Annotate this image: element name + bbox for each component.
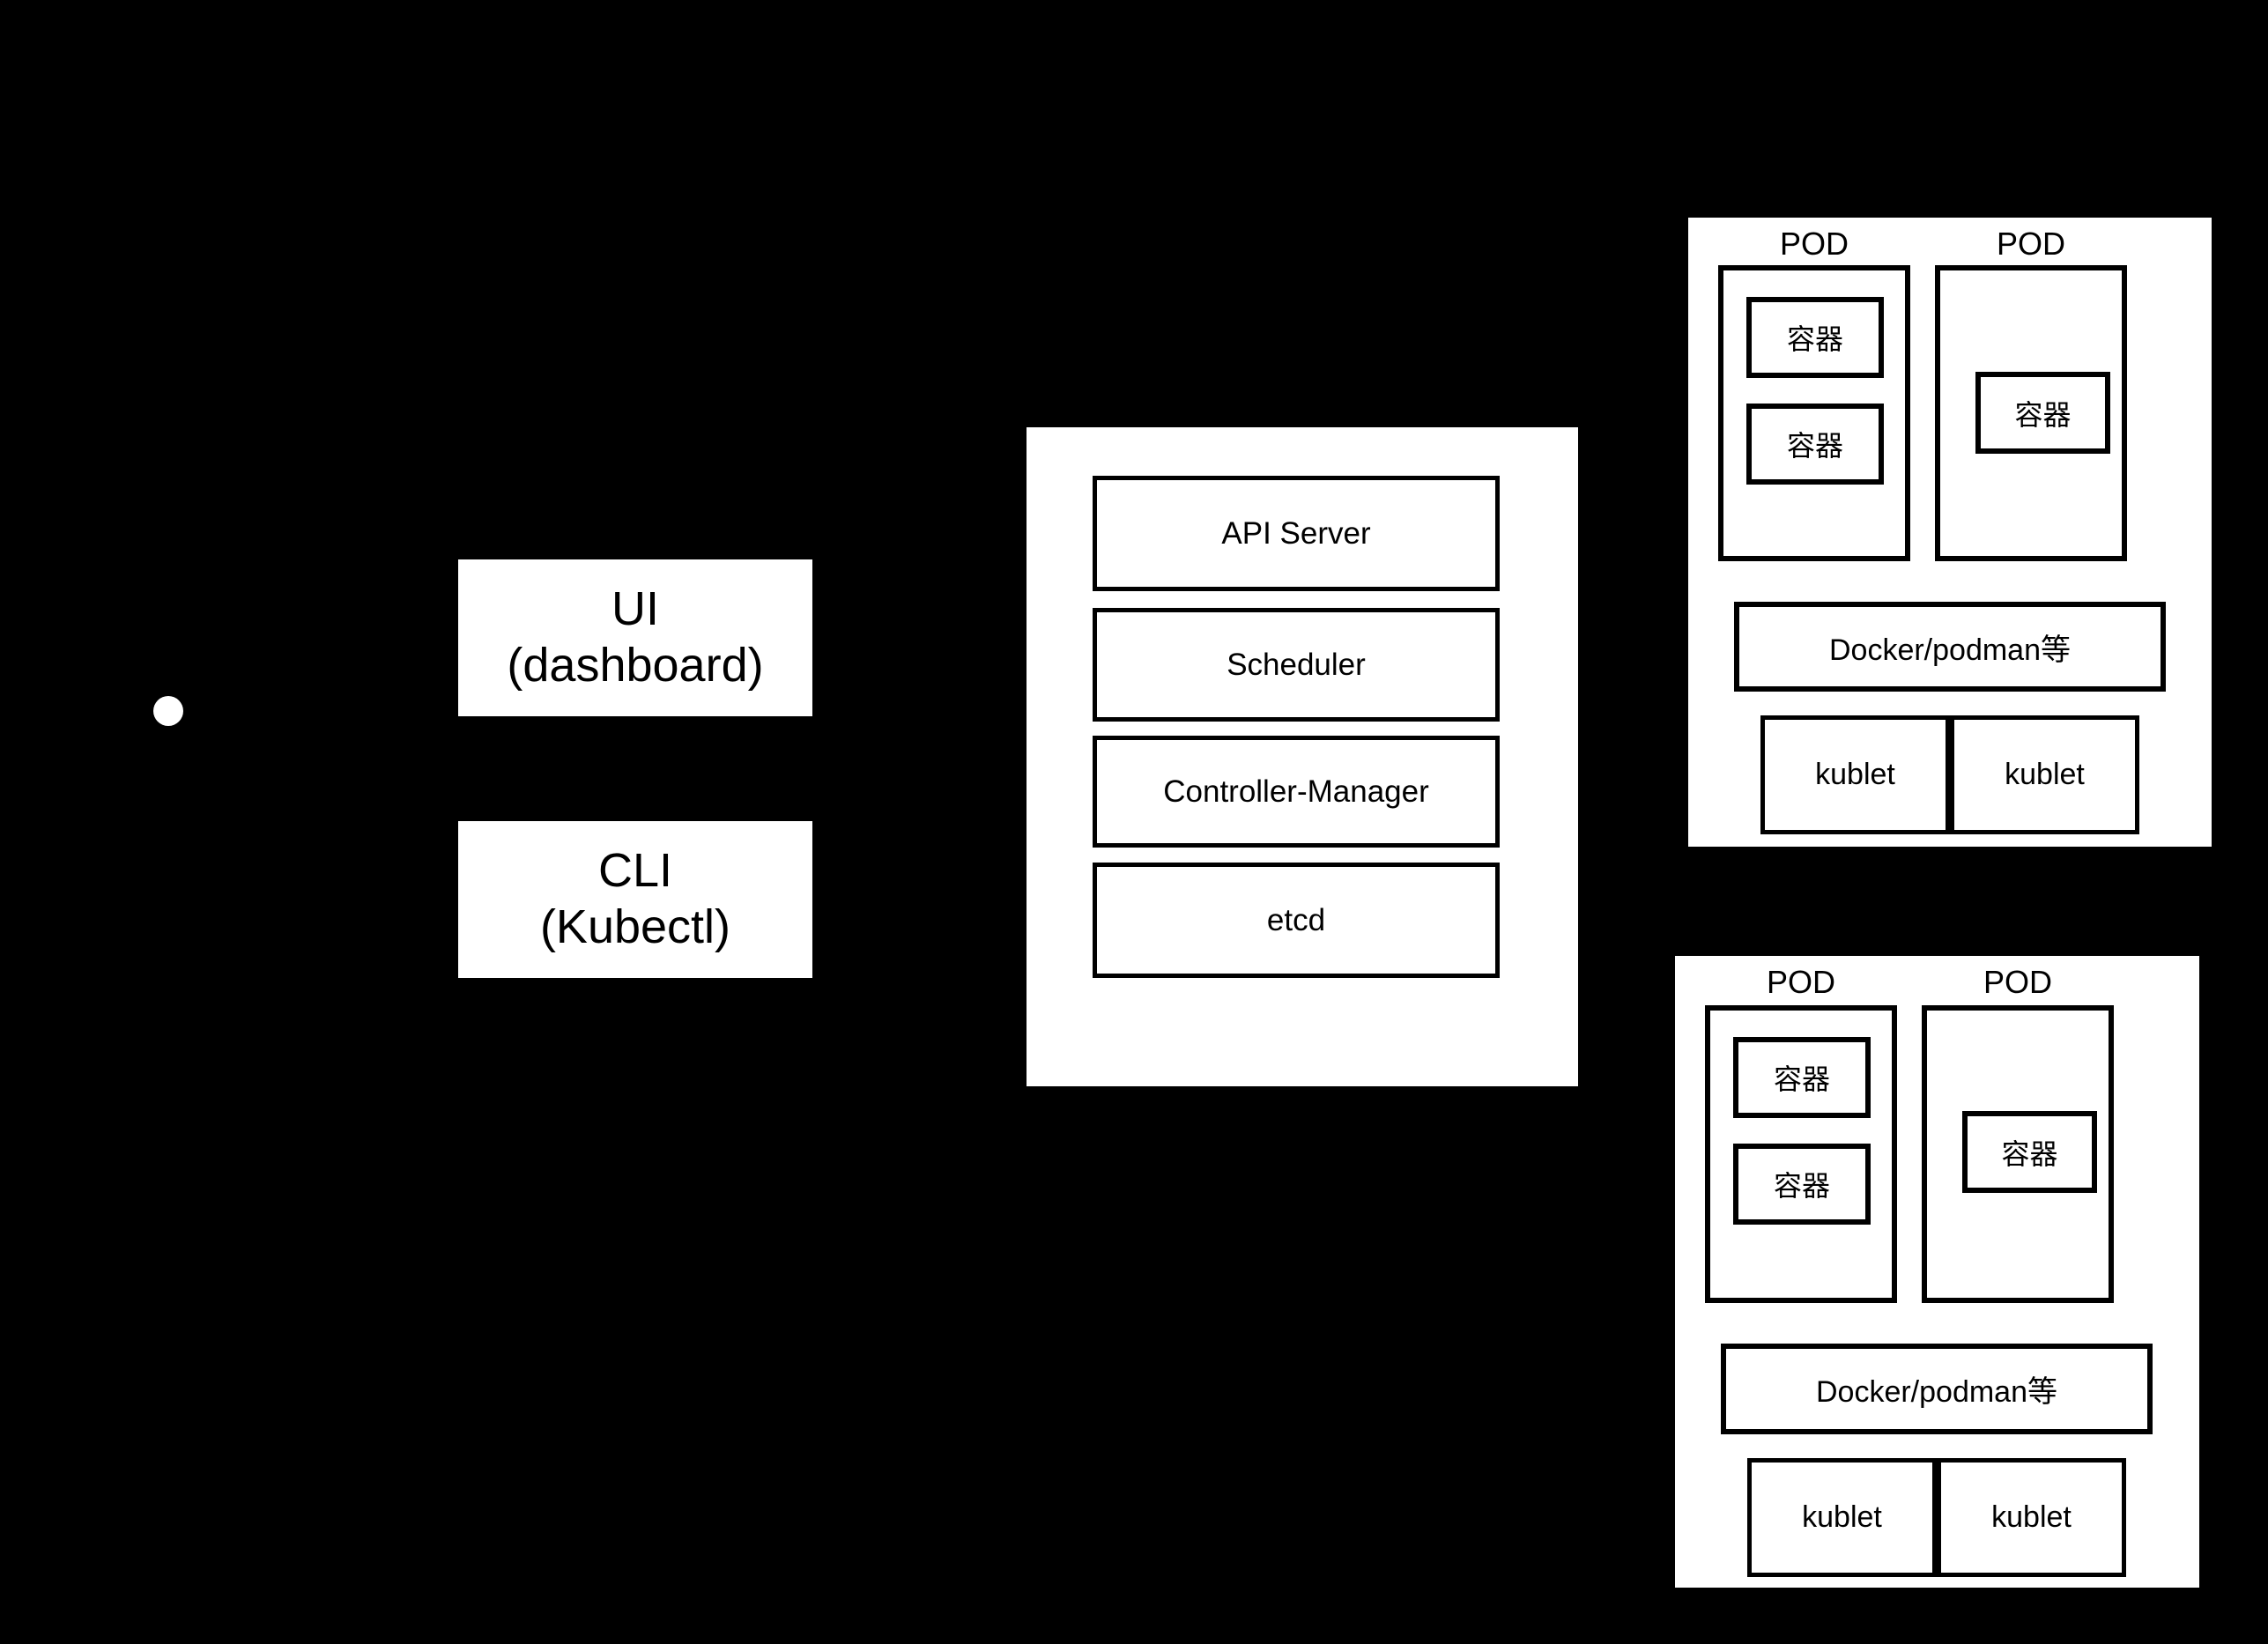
ui-dashboard-title: UI: [611, 582, 659, 636]
ui-dashboard-box[interactable]: UI (dashboard): [458, 559, 812, 716]
worker-node-panel-2: POD POD 容器 容器 容器 Docker/podman等 kublet k…: [1675, 956, 2199, 1588]
container-box[interactable]: 容器: [1733, 1037, 1871, 1118]
container-box[interactable]: 容器: [1746, 404, 1884, 485]
container-box[interactable]: 容器: [1733, 1144, 1871, 1225]
kubelet-box[interactable]: kublet: [1937, 1458, 2126, 1577]
component-api-server[interactable]: API Server: [1093, 476, 1500, 591]
cli-kubectl-title: CLI: [597, 844, 673, 898]
pod-label: POD: [1779, 226, 1849, 262]
client-dot: [153, 696, 183, 726]
container-box[interactable]: 容器: [1746, 297, 1884, 378]
kubelet-box[interactable]: kublet: [1747, 1458, 1937, 1577]
ui-dashboard-subtitle: (dashboard): [507, 639, 764, 692]
component-etcd[interactable]: etcd: [1093, 863, 1500, 978]
container-box[interactable]: 容器: [1962, 1111, 2097, 1193]
pod-label: POD: [1766, 964, 1835, 1000]
container-box[interactable]: 容器: [1975, 372, 2110, 454]
kubelet-box[interactable]: kublet: [1950, 715, 2139, 834]
pod-label: POD: [1983, 964, 2052, 1000]
worker-node-panel-1: POD POD 容器 容器 容器 Docker/podman等 kublet k…: [1688, 218, 2212, 847]
kubelet-box[interactable]: kublet: [1760, 715, 1950, 834]
pod-label: POD: [1996, 226, 2065, 262]
component-controller-manager[interactable]: Controller-Manager: [1093, 736, 1500, 848]
cli-kubectl-subtitle: (Kubectl): [539, 900, 731, 953]
component-scheduler[interactable]: Scheduler: [1093, 608, 1500, 722]
container-runtime-box[interactable]: Docker/podman等: [1734, 602, 2166, 692]
cli-kubectl-box[interactable]: CLI (Kubectl): [458, 821, 812, 978]
master-control-plane-panel: API Server Scheduler Controller-Manager …: [1027, 427, 1578, 1086]
container-runtime-box[interactable]: Docker/podman等: [1721, 1344, 2153, 1434]
